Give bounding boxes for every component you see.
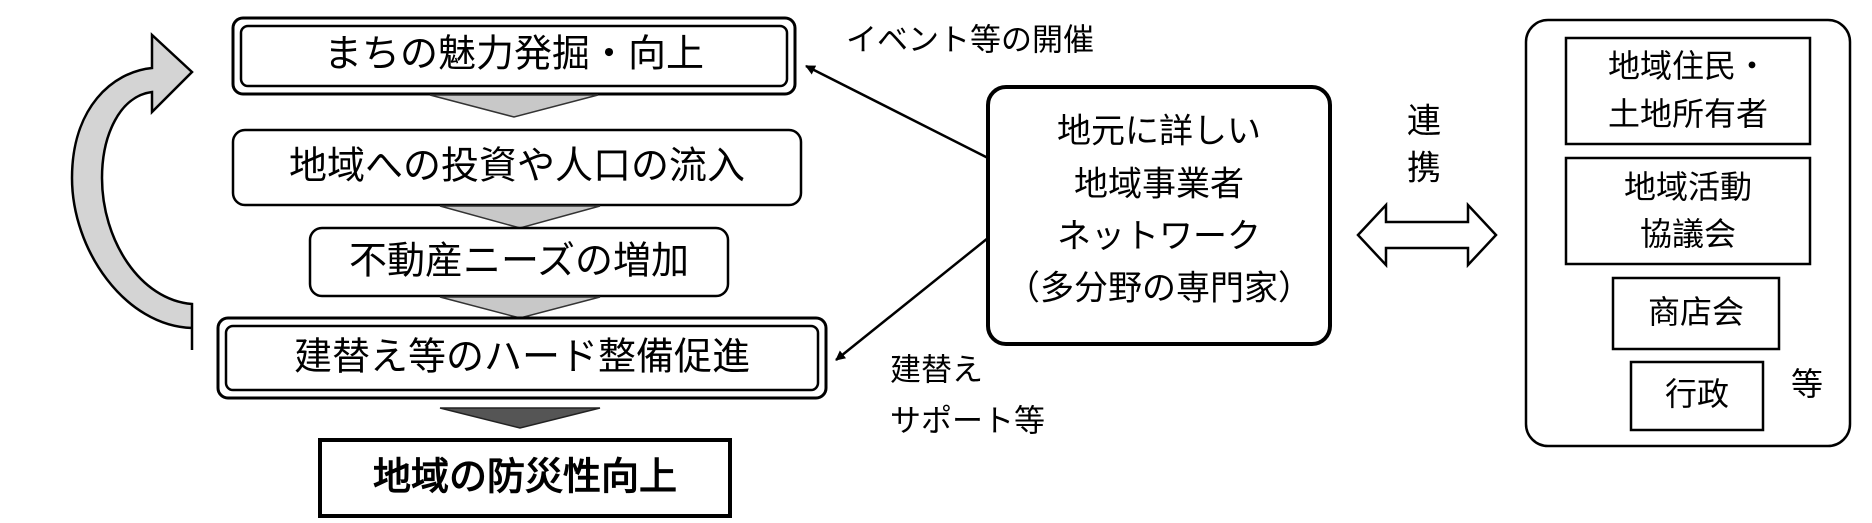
network-line-4: （多分野の専門家） [1006, 269, 1312, 309]
collab-label-line-2: 携 [1407, 149, 1441, 189]
collab-label-line-1: 連 [1407, 102, 1441, 142]
partner-box-1 [1564, 36, 1812, 146]
down-arrow-3 [439, 296, 601, 319]
partner-2-line-1: 地域活動 [1624, 168, 1752, 206]
partner-1-line-1: 地域住民・ [1608, 47, 1768, 85]
double-arrow [1356, 201, 1498, 269]
partner-3-label: 商店会 [1648, 293, 1744, 331]
flow-result-label: 地域の防災性向上 [373, 455, 677, 499]
support-label-line-1: 建替え [890, 353, 983, 389]
network-line-1: 地元に詳しい [1057, 112, 1261, 152]
flow-step-3-label: 不動産ニーズの増加 [349, 239, 689, 283]
partner-1-line-2: 土地所有者 [1608, 95, 1768, 133]
loop-arrow [70, 32, 194, 350]
flow-step-4: 建替え等のハード整備促進 [216, 316, 828, 400]
partner-box-2 [1564, 156, 1812, 266]
flow-step-1-label: まちの魅力発掘・向上 [324, 32, 704, 76]
flow-step-2: 地域への投資や人口の流入 [231, 128, 803, 207]
flow-step-3: 不動産ニーズの増加 [308, 226, 730, 298]
partners-container: 地域住民・ 土地所有者 地域活動 協議会 商店会 行政 等 [1524, 18, 1852, 448]
flow-result: 地域の防災性向上 [318, 438, 732, 518]
partner-box-4 [1629, 360, 1765, 432]
down-arrow-4 [439, 407, 601, 429]
network-line-3: ネットワーク [1057, 217, 1261, 257]
flow-step-4-label: 建替え等のハード整備促進 [294, 335, 750, 379]
arrow-to-step1 [805, 64, 989, 160]
arrow-to-step4 [835, 237, 989, 361]
down-arrow-1 [429, 94, 599, 118]
partner-box-3 [1611, 276, 1781, 351]
network-box: 地元に詳しい 地域事業者 ネットワーク （多分野の専門家） [986, 85, 1332, 346]
flow-step-2-label: 地域への投資や人口の流入 [289, 144, 745, 188]
support-label-line-2: サポート等 [890, 404, 1045, 440]
network-line-2: 地域事業者 [1074, 165, 1244, 205]
partners-etc-label: 等 [1791, 365, 1823, 403]
partner-2-line-2: 協議会 [1640, 215, 1736, 253]
events-label: イベント等の開催 [846, 23, 1094, 59]
partner-4-label: 行政 [1665, 375, 1729, 413]
down-arrow-2 [439, 205, 601, 229]
flow-step-1: まちの魅力発掘・向上 [231, 16, 797, 96]
